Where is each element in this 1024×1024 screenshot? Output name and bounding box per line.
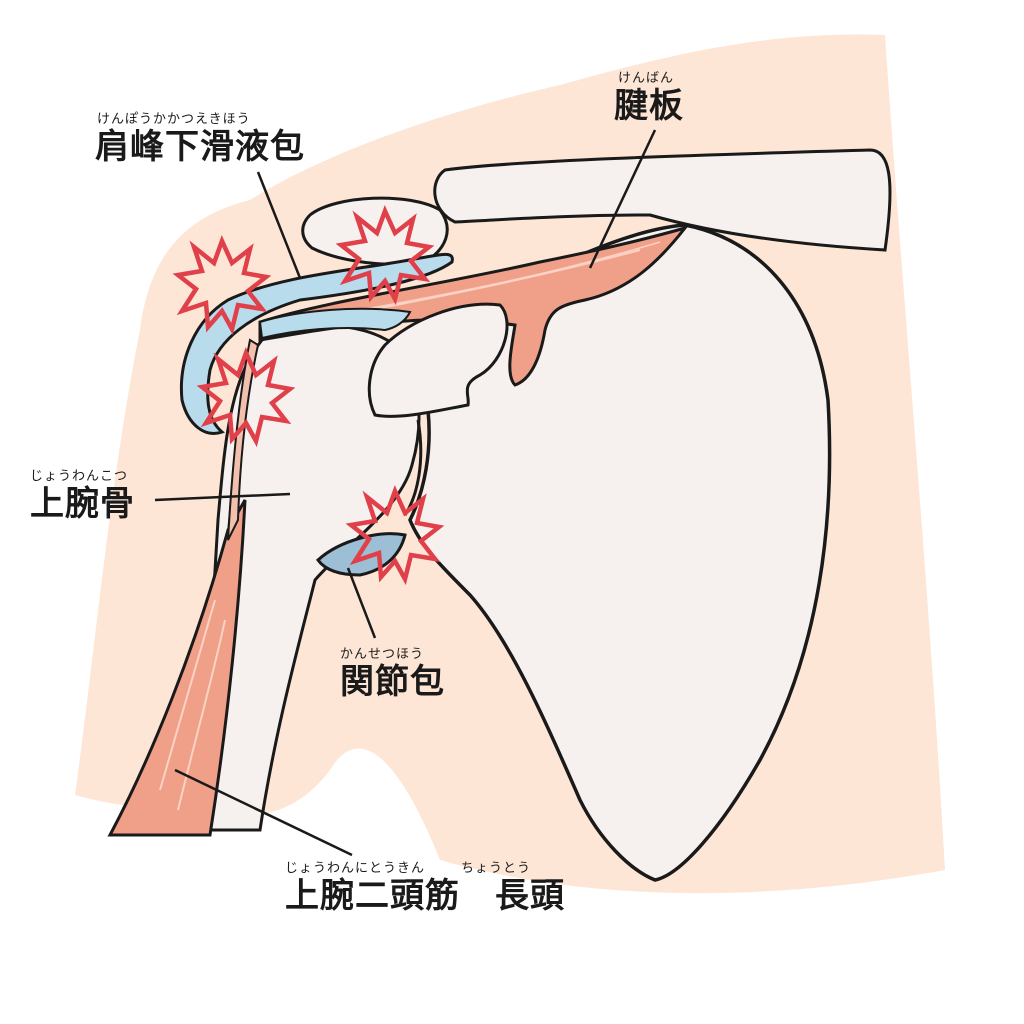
ruby-subacromial-bursa: けんぽうかかつえきほう: [97, 112, 251, 127]
label-tendon-plate: けんばん 腱板: [614, 72, 684, 123]
label-subacromial-bursa: けんぽうかかつえきほう 肩峰下滑液包: [95, 113, 305, 164]
ruby-joint-capsule: かんせつほう: [340, 647, 425, 662]
ruby-tendon-plate: けんばん: [618, 71, 675, 86]
pain-mark-1: [172, 235, 272, 336]
bursa-inner-layer: [258, 307, 412, 340]
label-joint-capsule: かんせつほう 関節包: [340, 648, 445, 699]
pointer-bursa: [256, 171, 302, 279]
text-humerus: 上腕骨: [30, 484, 135, 524]
ruby-long-head: ちょうとう: [461, 861, 532, 876]
pointer-biceps: [174, 768, 353, 857]
pointer-tendon: [588, 129, 657, 269]
label-biceps-long-head: じょうわんにとうきん ちょうとう 上腕二頭筋 長頭: [285, 862, 565, 913]
text-biceps-long-head: 上腕二頭筋 長頭: [285, 876, 565, 916]
pointer-humerus: [154, 492, 291, 502]
ruby-biceps-long-head: じょうわんにとうきん ちょうとう: [285, 862, 565, 875]
biceps-fiber-1: [159, 599, 216, 791]
text-subacromial-bursa: 肩峰下滑液包: [95, 127, 305, 167]
scapula-bone: [408, 223, 832, 882]
ruby-humerus: じょうわんこつ: [30, 469, 129, 484]
biceps-tendon: [227, 338, 260, 541]
coracoid-bone: [367, 302, 509, 418]
acromion-bone: [433, 148, 892, 252]
text-tendon-plate: 腱板: [614, 86, 684, 126]
pointer-capsule: [346, 567, 377, 639]
text-joint-capsule: 関節包: [340, 662, 445, 702]
pain-marks: [172, 205, 445, 586]
biceps-fiber-2: [177, 619, 226, 811]
label-humerus: じょうわんこつ 上腕骨: [30, 470, 135, 521]
ruby-biceps: じょうわんにとうきん: [285, 861, 426, 876]
pain-mark-4: [345, 485, 445, 586]
pain-mark-2: [335, 205, 435, 306]
pain-mark-3: [196, 347, 296, 448]
biceps-muscle: [107, 499, 247, 837]
